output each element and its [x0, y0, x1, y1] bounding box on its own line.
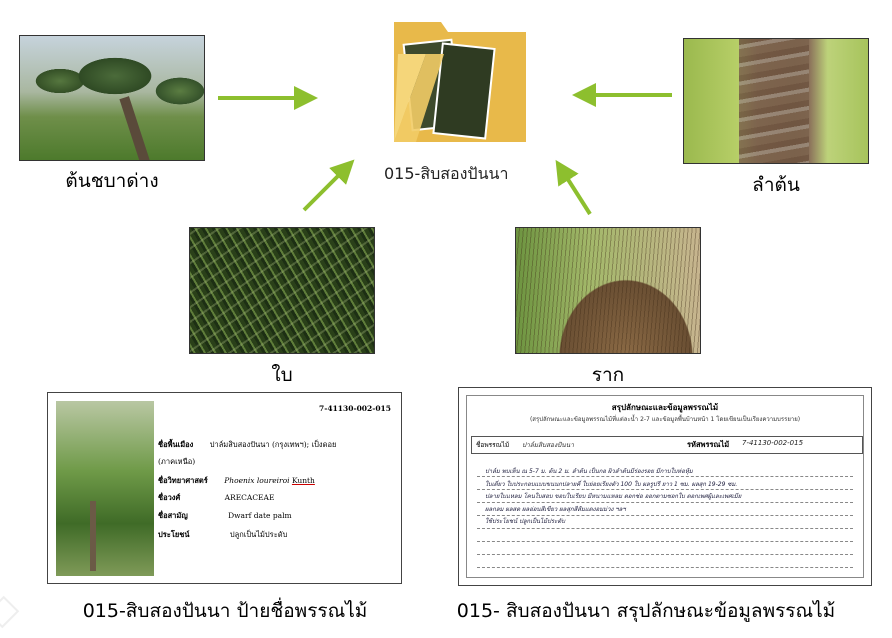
folder-label: 015-สิบสองปันนา — [384, 164, 509, 183]
form-rule — [477, 541, 853, 542]
folder-icon[interactable] — [386, 2, 536, 152]
plate-value: ปลูกเป็นไม้ประดับ — [229, 530, 288, 539]
palm-tree-caption: ต้นชบาด่าง — [65, 170, 159, 192]
form-frame: สรุปลักษณะและข้อมูลพรรณไม้ (สรุปลักษณะแล… — [466, 395, 864, 578]
plate-key: ชื่อพื้นเมือง — [158, 440, 194, 449]
form-rule — [477, 489, 853, 490]
form-rule — [477, 567, 853, 568]
plate-key: ประโยชน์ — [158, 530, 190, 539]
trunk-caption: ลำต้น — [752, 174, 800, 196]
plate-value: ARECACEAE — [224, 493, 275, 502]
handwriting-line: ใบเดี่ยว ใบประกอบแบบขนนกปลายคี่ ใบย่อยเร… — [485, 480, 738, 488]
plate-row-common-name: ชื่อสามัญ Dwarf date palm — [158, 510, 292, 522]
form-title: สรุปลักษณะและข้อมูลพรรณไม้ — [611, 403, 719, 412]
trunk-photo — [683, 38, 869, 164]
handwriting-line: ปาล์ม พบเห็น ณ 5-7 ม. ต้น 2 ม. ลำต้น เป็… — [485, 468, 693, 475]
plate-key: ชื่อสามัญ — [158, 511, 188, 520]
form-name-box: ชื่อพรรณไม้ ปาล์มสิบสองปันนา รหัสพรรณไม้… — [471, 436, 863, 454]
form-rule — [477, 476, 853, 477]
plate-photo — [56, 401, 154, 576]
form-note: (สรุปลักษณะและข้อมูลพรรณไม้ที่แต่ละน้ำ 2… — [529, 416, 801, 423]
plate-value: (ภาคเหนือ) — [158, 457, 196, 466]
handwriting-line: ปลายใบแหลม โคนใบสอบ ขอบใบเรียบ มีหนามแหล… — [485, 493, 742, 500]
plate-row-local-name: ชื่อพื้นเมือง ปาล์มสิบสองปันนา (กรุงเทพฯ… — [158, 439, 336, 451]
plate-row-family: ชื่อวงศ์ ARECACEAE — [158, 492, 274, 504]
plate-value-author: Kunth — [291, 476, 315, 485]
form-code-value: 7-41130-002-015 — [742, 439, 804, 447]
plate-code: 7-41130-002-015 — [319, 404, 391, 413]
form-rule — [477, 515, 853, 516]
form-rule — [477, 528, 853, 529]
form-name-label: ชื่อพรรณไม้ — [476, 441, 510, 449]
plate-row-scientific-name: ชื่อวิทยาศาสตร์ Phoenix loureiroi Kunth — [158, 475, 315, 487]
roots-photo — [515, 227, 701, 354]
leaves-caption: ใบ — [271, 364, 293, 386]
plate-caption: 015-สิบสองปันนา ป้ายชื่อพรรณไม้ — [82, 600, 368, 622]
form-code-label: รหัสพรรณไม้ — [687, 440, 730, 449]
form-caption: 015- สิบสองปันนา สรุปลักษณะข้อมูลพรรณไม้ — [456, 600, 836, 622]
plant-summary-form: สรุปลักษณะและข้อมูลพรรณไม้ (สรุปลักษณะแล… — [458, 387, 872, 586]
form-name-value: ปาล์มสิบสองปันนา — [522, 441, 574, 449]
arrow-leaves-to-folder — [302, 159, 355, 212]
handwriting-line: ใช้ประโยชน์ ปลูกเป็นไม้ประดับ — [485, 518, 566, 525]
palm-tree-photo — [19, 35, 205, 161]
handwriting-line: ผลกลม ผลสด ผลอ่อนสีเขียว ผลสุกสีส้มแดงอม… — [485, 505, 626, 513]
plate-row-usage: ประโยชน์ ปลูกเป็นไม้ประดับ — [158, 529, 287, 541]
plate-value: ปาล์มสิบสองปันนา (กรุงเทพฯ); เป็งดอย — [209, 440, 337, 449]
plate-key: ชื่อวงศ์ — [158, 493, 181, 502]
form-handwriting: ปาล์ม พบเห็น ณ 5-7 ม. ต้น 2 ม. ลำต้น เป็… — [485, 466, 851, 529]
form-rule — [477, 554, 853, 555]
leaves-photo — [189, 227, 375, 354]
arrow-roots-to-folder — [555, 159, 592, 216]
plant-name-plate: 7-41130-002-015 ชื่อพื้นเมือง ปาล์มสิบสอ… — [47, 392, 402, 584]
plate-key: ชื่อวิทยาศาสตร์ — [158, 476, 208, 485]
plate-value-scientific: Phoenix loureiroi — [224, 476, 290, 485]
roots-caption: ราก — [591, 364, 625, 386]
plate-value: Dwarf date palm — [228, 511, 292, 520]
form-rule — [477, 502, 853, 503]
plate-row-local-name-2: (ภาคเหนือ) — [158, 456, 195, 468]
